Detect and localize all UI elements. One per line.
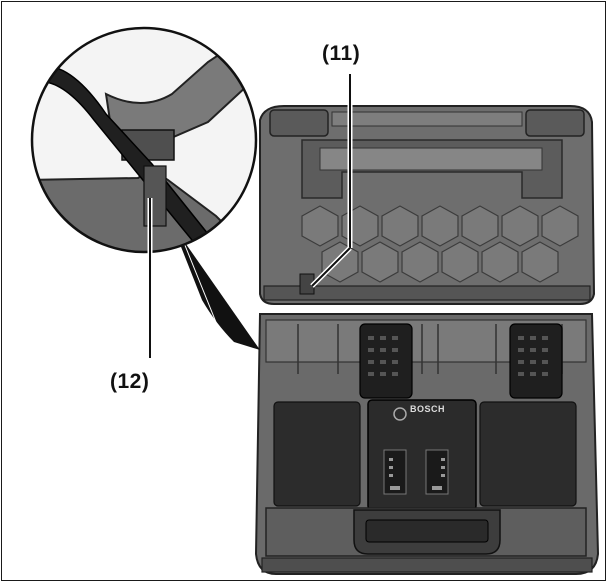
battery-left (359, 323, 413, 399)
brand-label: BOSCH (410, 404, 446, 414)
charger-unit (367, 399, 477, 511)
case-base (254, 313, 600, 575)
callout-11: (11) (322, 42, 361, 65)
battery-right (509, 323, 563, 399)
callout-12: (12) (110, 370, 150, 393)
case-lid (259, 105, 596, 305)
